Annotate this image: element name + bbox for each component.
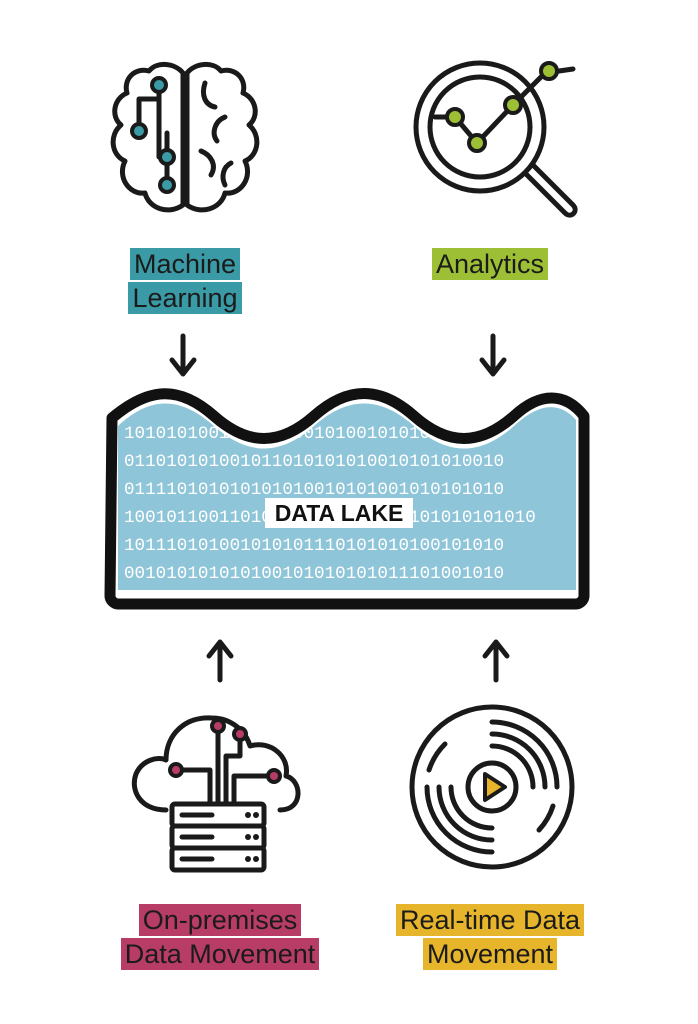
arrow-down-analytics	[479, 333, 507, 377]
arrow-up-on-premises	[206, 639, 234, 683]
analytics-label: Analytics	[431, 248, 549, 280]
node-real-time: Real-time Data Movement	[370, 904, 610, 972]
real-time-label-line-1: Real-time Data	[395, 904, 585, 936]
binary-row: 011010101001011010101010010101010010	[124, 452, 504, 472]
brain-icon	[110, 62, 260, 213]
node-machine-learning: Machine Learning	[95, 248, 275, 316]
node-on-premises: On-premises Data Movement	[90, 904, 350, 972]
machine-learning-label-line-1: Machine	[129, 248, 241, 280]
on-premises-label-line-1: On-premises	[138, 904, 302, 936]
node-analytics: Analytics	[395, 248, 585, 282]
cloud-server-icon	[131, 715, 301, 873]
lake-water	[118, 403, 576, 590]
lake-border	[104, 388, 590, 610]
vinyl-record-icon	[409, 704, 575, 870]
binary-row: 011110101010101010010101001010101010	[124, 480, 504, 500]
binary-row: 001010101010100101010101011101001010	[124, 564, 504, 584]
real-time-label-line-2: Movement	[422, 938, 558, 970]
lake-title-box	[265, 498, 413, 528]
binary-pattern: 101010100101010100101001010100101 011010…	[124, 424, 536, 584]
on-premises-label-line-2: Data Movement	[120, 938, 320, 970]
magnifier-chart-icon	[413, 60, 578, 218]
machine-learning-label-line-2: Learning	[128, 282, 242, 314]
binary-row: 101110101001010101110101010100101010	[124, 536, 504, 556]
arrow-up-real-time	[482, 639, 510, 683]
arrow-down-machine-learning	[169, 333, 197, 377]
lake-title: DATA LAKE	[275, 500, 404, 526]
